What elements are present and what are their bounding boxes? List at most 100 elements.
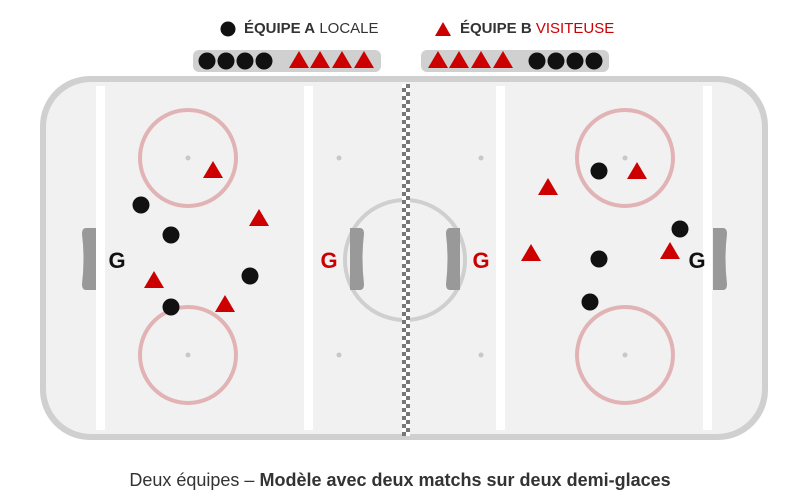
faceoff-circle [138,305,238,405]
center-line-segment [402,232,406,236]
team-a-player [581,293,599,311]
center-line-segment [402,320,406,324]
center-line-segment [402,96,406,100]
center-line-segment [402,360,406,364]
center-line-segment [406,176,410,180]
center-line-segment [406,364,410,368]
center-line-segment [402,188,406,192]
caption-title: Modèle avec deux matchs sur deux demi-gl… [259,470,671,490]
center-line-segment [402,340,406,344]
goal-net [350,228,364,290]
center-line-segment [402,412,406,416]
faceoff-dot [478,352,484,358]
center-line-segment [406,424,410,428]
goal-line-left [96,86,105,430]
center-line-segment [406,184,410,188]
center-line-segment [406,348,410,352]
team-a-player [590,162,608,180]
center-line-segment [406,100,410,104]
center-line-segment [406,168,410,172]
center-line-segment [402,136,406,140]
center-line-segment [402,156,406,160]
goalie-label: G [472,248,489,273]
center-line-segment [406,112,410,116]
center-line-segment [402,152,406,156]
center-line-segment [402,132,406,136]
team-a-player [241,267,259,285]
center-line-segment [406,116,410,120]
team-b-player [493,51,513,68]
center-line-segment [406,96,410,100]
center-line-segment [406,352,410,356]
center-line-segment [406,88,410,92]
center-line-segment [402,364,406,368]
center-line-segment [402,128,406,132]
center-line-segment [402,260,406,264]
center-line-segment [406,140,410,144]
faceoff-circle [575,108,675,208]
center-line-segment [406,152,410,156]
center-line-segment [402,224,406,228]
center-line-segment [406,124,410,128]
goalie-label: G [688,248,705,273]
center-line-segment [406,180,410,184]
team-a-player [566,52,584,70]
center-line-segment [402,228,406,232]
center-line-segment [406,404,410,408]
center-line-segment [402,400,406,404]
team-a-player [132,196,150,214]
center-line-segment [402,416,406,420]
center-line-segment [406,156,410,160]
center-line-segment [406,416,410,420]
center-line-segment [406,272,410,276]
center-line-segment [406,300,410,304]
center-line-segment [402,168,406,172]
team-a-label: ÉQUIPE A [244,20,316,37]
center-line-segment [402,256,406,260]
blue-line-right [496,86,505,430]
center-line-segment [406,252,410,256]
center-line-segment [406,324,410,328]
center-line-segment [402,116,406,120]
team-a-player [585,52,603,70]
blue-line-left [304,86,313,430]
center-line-segment [406,248,410,252]
center-line-segment [402,252,406,256]
center-line-segment [406,236,410,240]
center-line-segment [406,432,410,436]
center-line-segment [406,408,410,412]
center-line-segment [402,396,406,400]
center-line-segment [406,412,410,416]
team-a-player [198,52,216,70]
center-line-segment [406,160,410,164]
goal-net [82,228,96,290]
center-line-segment [406,340,410,344]
center-line-segment [402,432,406,436]
center-line-segment [402,300,406,304]
center-line-segment [406,356,410,360]
faceoff-dot [336,155,342,161]
center-line-segment [406,380,410,384]
center-line-segment [402,272,406,276]
center-line-segment [402,348,406,352]
center-line-segment [406,332,410,336]
center-line-segment [406,304,410,308]
team-b-player [289,51,309,68]
faceoff-dot [336,352,342,358]
center-line-segment [406,148,410,152]
center-line-segment [402,352,406,356]
center-line-segment [402,200,406,204]
center-line-segment [402,212,406,216]
center-line-segment [406,200,410,204]
center-line-segment [402,280,406,284]
team-a-player [547,52,565,70]
center-line-segment [406,280,410,284]
center-line-segment [402,204,406,208]
center-line-segment [406,288,410,292]
team-b-player [203,161,223,178]
center-line-segment [402,236,406,240]
goalie-label: G [320,248,337,273]
center-line-segment [402,220,406,224]
center-line-segment [406,284,410,288]
center-line-segment [406,196,410,200]
